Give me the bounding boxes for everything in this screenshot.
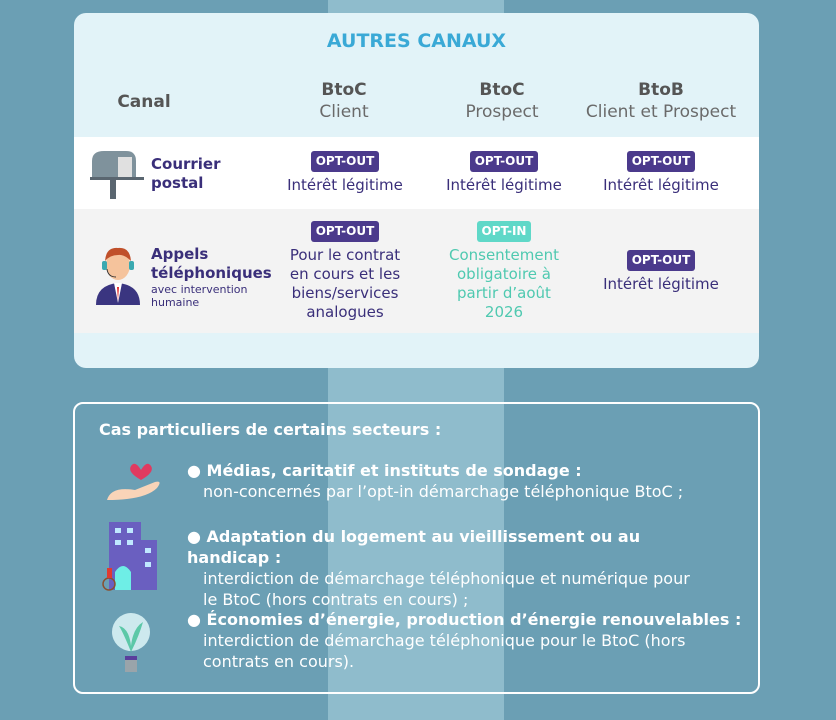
eco-lightbulb-icon [112,613,150,672]
sector-item: ● Médias, caritatif et instituts de sond… [187,461,684,501]
opt-out-badge: OPT-OUT [626,151,696,172]
header-canal: Canal [117,92,171,112]
opt-out-badge: OPT-OUT [310,221,380,242]
opt-out-badge: OPT-OUT [469,151,539,172]
table-title: AUTRES CANAUX [326,30,507,52]
call-agent-icon [96,247,140,305]
heart-hand-icon [107,463,160,500]
special-sectors-box: Cas particuliers de certains secteurs : … [73,402,760,694]
channel-name: Appels [151,245,209,263]
mailbox-icon [90,151,144,199]
channel-name: Courrier [151,155,221,173]
opt-in-badge: OPT-IN [476,221,532,242]
accessible-housing-icon [102,522,157,591]
opt-out-badge: OPT-OUT [626,250,696,271]
sectors-title: Cas particuliers de certains secteurs : [99,420,442,439]
sector-item: ● Adaptation du logement au vieillisseme… [187,527,690,609]
opt-out-badge: OPT-OUT [310,151,380,172]
sector-item: ● Économies d’énergie, production d’éner… [187,610,742,671]
